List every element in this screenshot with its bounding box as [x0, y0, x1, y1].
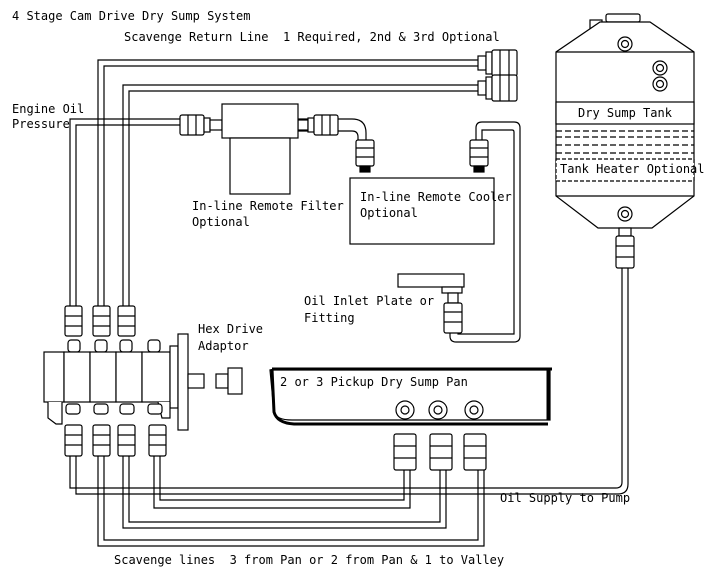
hex-drive-label-line2: Adaptor	[198, 339, 249, 353]
scavenge-return-fitting-2	[477, 74, 518, 102]
remote-cooler	[349, 177, 495, 245]
dry-sump-pump	[43, 333, 189, 431]
remote-cooler-label-line2: Optional	[360, 206, 418, 220]
engine-oil-pressure-label-line2: Pressure	[12, 117, 70, 131]
oil-inlet-plate	[397, 273, 465, 334]
tank-heater-label: Tank Heater Optional	[560, 162, 704, 176]
diagram-title: 4 Stage Cam Drive Dry Sump System	[12, 9, 251, 23]
hex-drive-adaptor	[187, 367, 243, 395]
remote-filter-label-line1: In-line Remote Filter	[192, 199, 344, 213]
scavenge-return-lines	[97, 59, 478, 312]
scavenge-return-label: Scavenge Return Line 1 Required, 2nd & 3…	[124, 30, 500, 44]
hex-drive-label-line1: Hex Drive	[198, 322, 264, 336]
dry-sump-tank	[555, 13, 695, 229]
oil-inlet-plate-label-line1: Oil Inlet Plate or	[304, 294, 435, 308]
pan-fittings	[393, 433, 487, 471]
remote-cooler-label-line1: In-line Remote Cooler	[360, 190, 512, 204]
scavenge-return-fitting-1	[477, 49, 518, 77]
dry-sump-pan-label: 2 or 3 Pickup Dry Sump Pan	[280, 375, 468, 389]
scavenge-lines	[97, 456, 485, 547]
oil-supply-line	[69, 268, 629, 495]
oil-supply-label: Oil Supply to Pump	[500, 491, 631, 505]
remote-filter-label-line2: Optional	[192, 215, 250, 229]
cooler-return-line	[449, 121, 521, 343]
cooler-left-fitting	[355, 139, 375, 173]
pump-top-nuts	[67, 339, 161, 353]
tank-outlet-fitting	[615, 227, 635, 269]
oil-inlet-plate-label-line2: Fitting	[304, 311, 355, 325]
cooler-right-fitting	[469, 139, 489, 173]
scavenge-lines-label: Scavenge lines 3 from Pan or 2 from Pan …	[114, 553, 505, 567]
filter-outlet-fitting	[297, 114, 339, 136]
filter-inlet-fitting	[179, 114, 223, 136]
remote-filter	[221, 103, 299, 195]
pan-pickup-nuts	[395, 400, 484, 420]
pump-lower-nuts	[65, 403, 163, 415]
tank-fitting-nuts	[617, 36, 668, 222]
dry-sump-tank-label: Dry Sump Tank	[578, 106, 672, 120]
pump-lower-fittings	[64, 424, 167, 457]
pump-upper-fittings	[64, 305, 136, 337]
engine-oil-pressure-label-line1: Engine Oil	[12, 102, 85, 116]
